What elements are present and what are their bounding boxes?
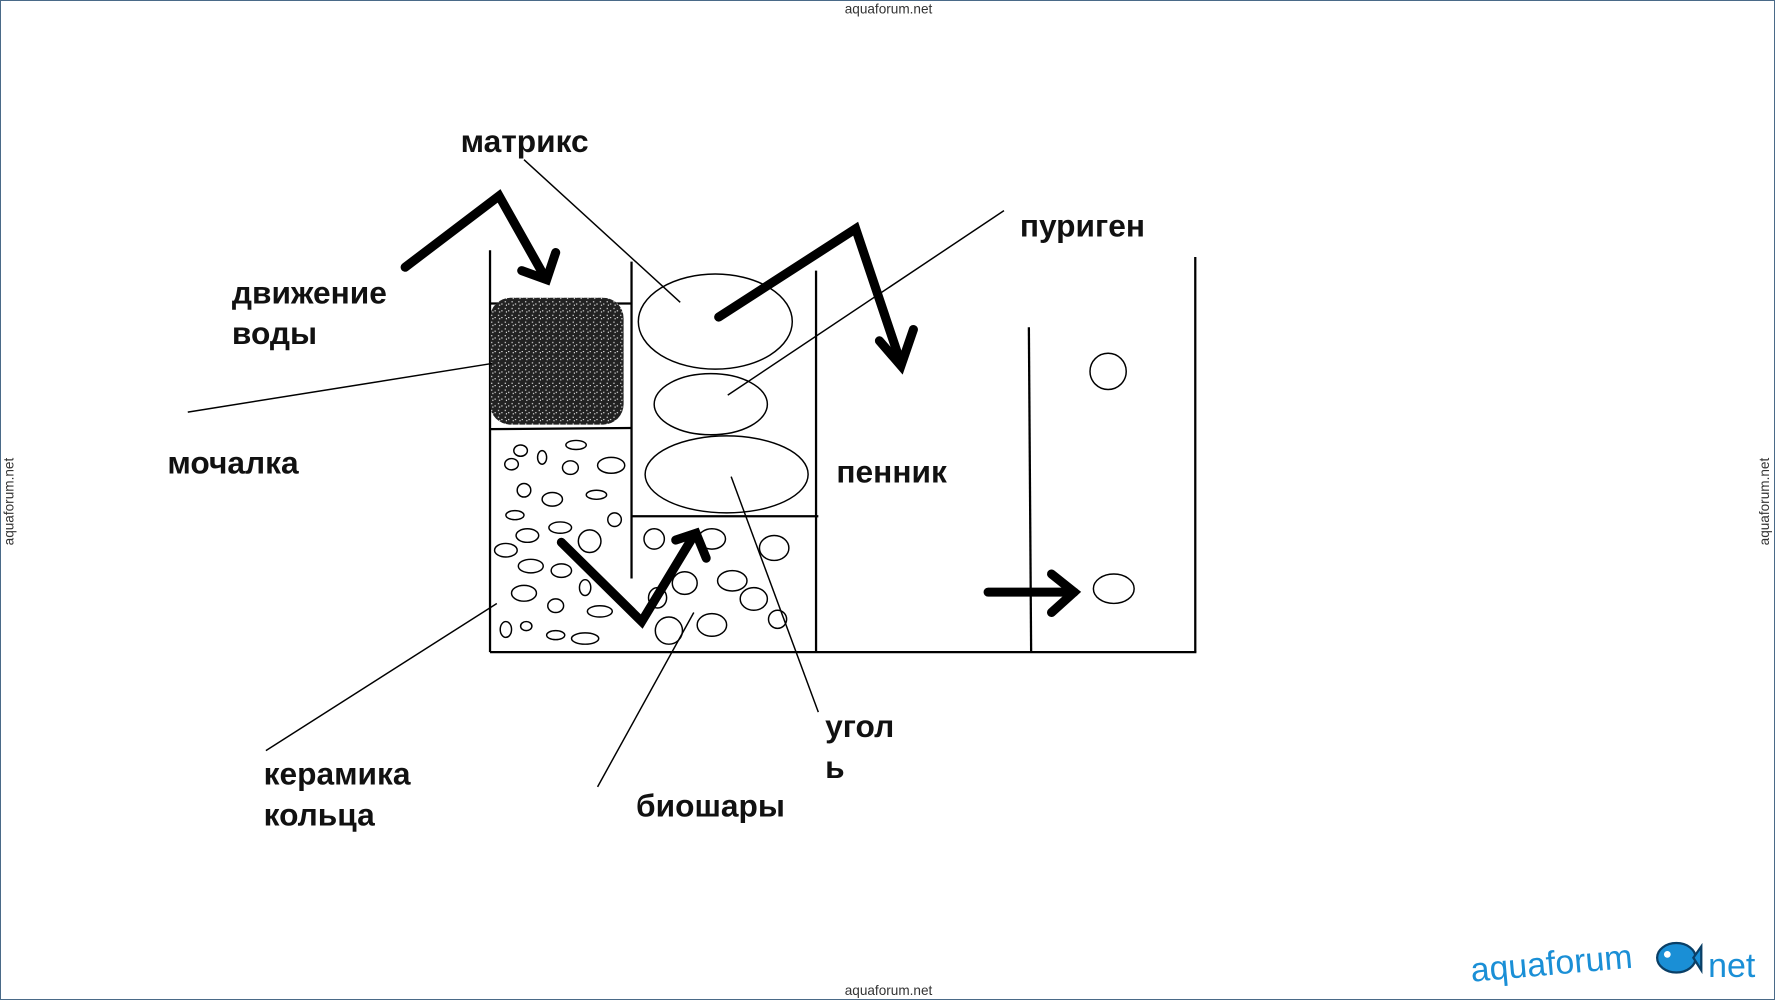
label-carbon-line1: угол xyxy=(825,708,894,744)
logo-net: net xyxy=(1708,947,1756,985)
bubble xyxy=(1092,573,1135,605)
bubble xyxy=(1089,352,1127,391)
aquaforum-logo: aquaforum net xyxy=(1469,938,1756,990)
matrix-media xyxy=(637,273,794,370)
water-flow-arrows xyxy=(400,189,1082,629)
watermark-left: aquaforum.net xyxy=(1,458,16,546)
sponge-media xyxy=(490,297,624,425)
watermark-top: aquaforum.net xyxy=(845,2,933,17)
label-purigen: пуриген xyxy=(1020,208,1145,244)
label-water-flow-line1: движение xyxy=(232,274,387,310)
label-water-flow-line2: воды xyxy=(232,315,317,351)
purigen-media xyxy=(653,372,769,436)
watermark-bottom: aquaforum.net xyxy=(845,983,933,998)
watermark-right: aquaforum.net xyxy=(1757,458,1772,546)
label-ceramic-line2: кольца xyxy=(264,796,375,832)
logo-text: aquaforum xyxy=(1469,938,1634,990)
label-matrix: матрикс xyxy=(461,123,589,159)
leader-lines xyxy=(187,159,1005,788)
label-carbon-line2: ь xyxy=(825,749,844,785)
carbon-media xyxy=(644,435,809,514)
ceramic-rings xyxy=(493,439,626,645)
label-foam: пенник xyxy=(836,453,947,489)
filter-walls xyxy=(488,250,1197,654)
fish-icon xyxy=(1656,941,1703,975)
label-bioballs: биошары xyxy=(636,787,785,823)
label-ceramic-line1: керамика xyxy=(264,756,411,792)
label-sponge: мочалка xyxy=(167,444,299,480)
